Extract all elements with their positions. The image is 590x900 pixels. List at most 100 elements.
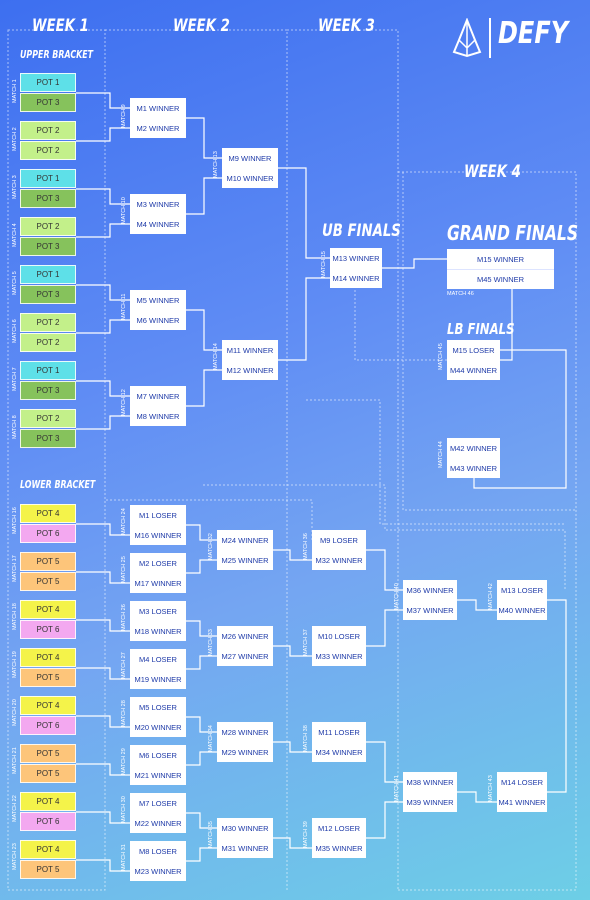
bracket-line xyxy=(278,167,330,361)
pot-slot: POT 2 xyxy=(20,141,76,160)
match-slot: M5 WINNER xyxy=(136,295,180,305)
match-slot: M25 WINNER xyxy=(221,555,269,565)
match-slot: M22 WINNER xyxy=(134,818,182,828)
slot-divider xyxy=(447,269,554,270)
match-label: MATCH 40 xyxy=(394,583,400,610)
match-slot: M34 WINNER xyxy=(315,747,363,757)
pot-slot: POT 5 xyxy=(20,744,76,763)
match-label: MATCH 11 xyxy=(121,293,127,320)
dashed-path xyxy=(398,171,577,891)
bracket-line xyxy=(76,859,130,872)
match-slot: M10 LOSER xyxy=(317,631,361,641)
pot-slot: POT 4 xyxy=(20,648,76,667)
pot-slot: POT 1 xyxy=(20,73,76,92)
pot-slot: POT 4 xyxy=(20,504,76,523)
match-label: MATCH 23 xyxy=(12,843,18,870)
match-slot: M38 WINNER xyxy=(406,777,454,787)
match-slot: M7 WINNER xyxy=(136,391,180,401)
match-box: M24 WINNER M25 WINNER xyxy=(217,530,273,570)
match-label: MATCH 46 xyxy=(447,291,474,297)
match-slot: M16 WINNER xyxy=(134,530,182,540)
bracket-line xyxy=(76,223,130,238)
match-label: MATCH 19 xyxy=(12,651,18,678)
match-slot: M15 LOSER xyxy=(452,345,495,355)
bracket-line xyxy=(273,645,312,657)
pot-slot: POT 3 xyxy=(20,237,76,256)
bracket-line xyxy=(186,117,222,215)
match-box: M1 WINNER M2 WINNER xyxy=(130,98,186,138)
match-slot: M12 WINNER xyxy=(226,365,274,375)
match-label: MATCH 10 xyxy=(121,197,127,224)
match-slot: M11 WINNER xyxy=(226,345,274,355)
match-slot: M36 WINNER xyxy=(406,585,454,595)
bracket-line xyxy=(473,349,567,489)
match-label: MATCH 35 xyxy=(208,821,214,848)
match-label: MATCH 18 xyxy=(12,603,18,630)
match-slot: M24 WINNER xyxy=(221,535,269,545)
match-label: MATCH 44 xyxy=(438,441,444,468)
brand-divider xyxy=(489,18,491,58)
match-label: MATCH 4 xyxy=(12,223,18,247)
week-3-header: WEEK 3 xyxy=(318,16,375,36)
bracket-line xyxy=(186,309,222,407)
pot-slot: POT 2 xyxy=(20,313,76,332)
match-slot: M32 WINNER xyxy=(315,555,363,565)
match-slot: M6 LOSER xyxy=(139,750,177,760)
match-label: MATCH 42 xyxy=(488,583,494,610)
pot-slot: POT 2 xyxy=(20,409,76,428)
match-slot: M11 LOSER xyxy=(318,727,360,737)
match-label: MATCH 39 xyxy=(303,821,309,848)
match-slot: M4 LOSER xyxy=(139,654,177,664)
bracket-line xyxy=(186,716,217,766)
lb-finals-title: LB FINALS xyxy=(447,320,515,338)
bracket-line xyxy=(76,284,130,301)
defy-logo-icon xyxy=(452,18,482,58)
match-label: MATCH 27 xyxy=(121,652,127,679)
match-slot: M31 WINNER xyxy=(221,843,269,853)
pot-slot: POT 6 xyxy=(20,524,76,543)
dashed-path xyxy=(402,172,576,511)
match-slot: M18 WINNER xyxy=(134,626,182,636)
match-label: MATCH 45 xyxy=(438,343,444,370)
match-label: MATCH 33 xyxy=(208,629,214,656)
bracket-line xyxy=(76,92,130,109)
match-slot: M21 WINNER xyxy=(134,770,182,780)
pot-slot: POT 4 xyxy=(20,600,76,619)
pot-slot: POT 5 xyxy=(20,572,76,591)
match-slot: M2 WINNER xyxy=(136,123,180,133)
match-slot: M37 WINNER xyxy=(406,605,454,615)
pot-slot: POT 2 xyxy=(20,217,76,236)
match-label: MATCH 43 xyxy=(488,775,494,802)
bracket-line xyxy=(366,741,403,839)
match-slot: M14 WINNER xyxy=(332,273,380,283)
week-4-header: WEEK 4 xyxy=(464,162,521,182)
ub-finals-title: UB FINALS xyxy=(322,221,401,241)
week-2-header: WEEK 2 xyxy=(173,16,230,36)
match-label: MATCH 14 xyxy=(213,343,219,370)
match-slot: M1 WINNER xyxy=(136,103,180,113)
pot-slot: POT 3 xyxy=(20,189,76,208)
match-slot: M8 LOSER xyxy=(139,846,177,856)
pot-slot: POT 3 xyxy=(20,285,76,304)
match-slot: M7 LOSER xyxy=(139,798,177,808)
match-label: MATCH 32 xyxy=(208,533,214,560)
brand-name: DEFY xyxy=(498,16,569,51)
match-label: MATCH 25 xyxy=(121,556,127,583)
pot-slot: POT 2 xyxy=(20,333,76,352)
bracket-line xyxy=(382,258,447,269)
match-label: MATCH 9 xyxy=(121,104,127,128)
bracket-line xyxy=(76,667,130,680)
bracket-line xyxy=(76,763,130,776)
